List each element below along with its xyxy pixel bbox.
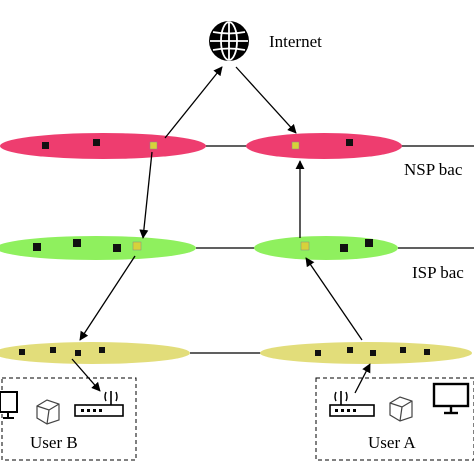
user-b-label: User B xyxy=(30,433,78,452)
node xyxy=(347,347,353,353)
isp-backbone-label: ISP bac xyxy=(412,263,464,282)
nsp-backbone-left xyxy=(0,133,206,159)
wifi-router-icon xyxy=(329,391,375,417)
wifi-router-icon xyxy=(74,391,124,417)
node xyxy=(73,239,81,247)
access-layer-left xyxy=(0,342,190,364)
node xyxy=(400,347,406,353)
node xyxy=(365,239,373,247)
access-layer-right xyxy=(260,342,472,364)
internet-label: Internet xyxy=(269,32,322,51)
isp-backbone-right xyxy=(254,236,398,260)
isp-backbone-left xyxy=(0,236,196,260)
nsp-nodes xyxy=(42,139,353,150)
arrow-access-to-user-b xyxy=(71,358,101,392)
node xyxy=(75,350,81,356)
arrow-isp-to-access-left xyxy=(79,255,136,341)
monitor-icon xyxy=(432,382,470,415)
user-a-label: User A xyxy=(368,433,416,452)
node xyxy=(346,139,353,146)
node xyxy=(315,350,321,356)
highlight-node xyxy=(149,141,158,150)
user-a-group xyxy=(315,377,474,461)
arrow-access-to-isp-right xyxy=(305,257,363,341)
isp-nodes xyxy=(33,239,373,252)
highlight-node xyxy=(300,241,310,251)
access-nodes xyxy=(19,347,430,356)
box-icon xyxy=(389,396,413,422)
monitor-icon xyxy=(0,391,18,419)
highlight-node xyxy=(132,241,142,251)
node xyxy=(33,243,41,251)
globe-icon xyxy=(209,21,249,61)
node xyxy=(113,244,121,252)
highlight-node xyxy=(291,141,300,150)
box-icon xyxy=(36,399,60,425)
arrow-nsp-to-isp-left xyxy=(139,151,153,239)
arrow-internet-to-nsp-right xyxy=(235,66,297,134)
node xyxy=(99,347,105,353)
node xyxy=(50,347,56,353)
arrow-nsp-to-internet-left xyxy=(164,66,223,139)
node xyxy=(340,244,348,252)
node xyxy=(93,139,100,146)
node xyxy=(19,349,25,355)
node xyxy=(424,349,430,355)
arrow-user-a-to-access xyxy=(354,363,371,394)
nsp-backbone-right xyxy=(246,133,402,159)
node xyxy=(42,142,49,149)
user-b-group xyxy=(1,377,137,461)
nsp-backbone-label: NSP bac xyxy=(404,160,463,179)
node xyxy=(370,350,376,356)
